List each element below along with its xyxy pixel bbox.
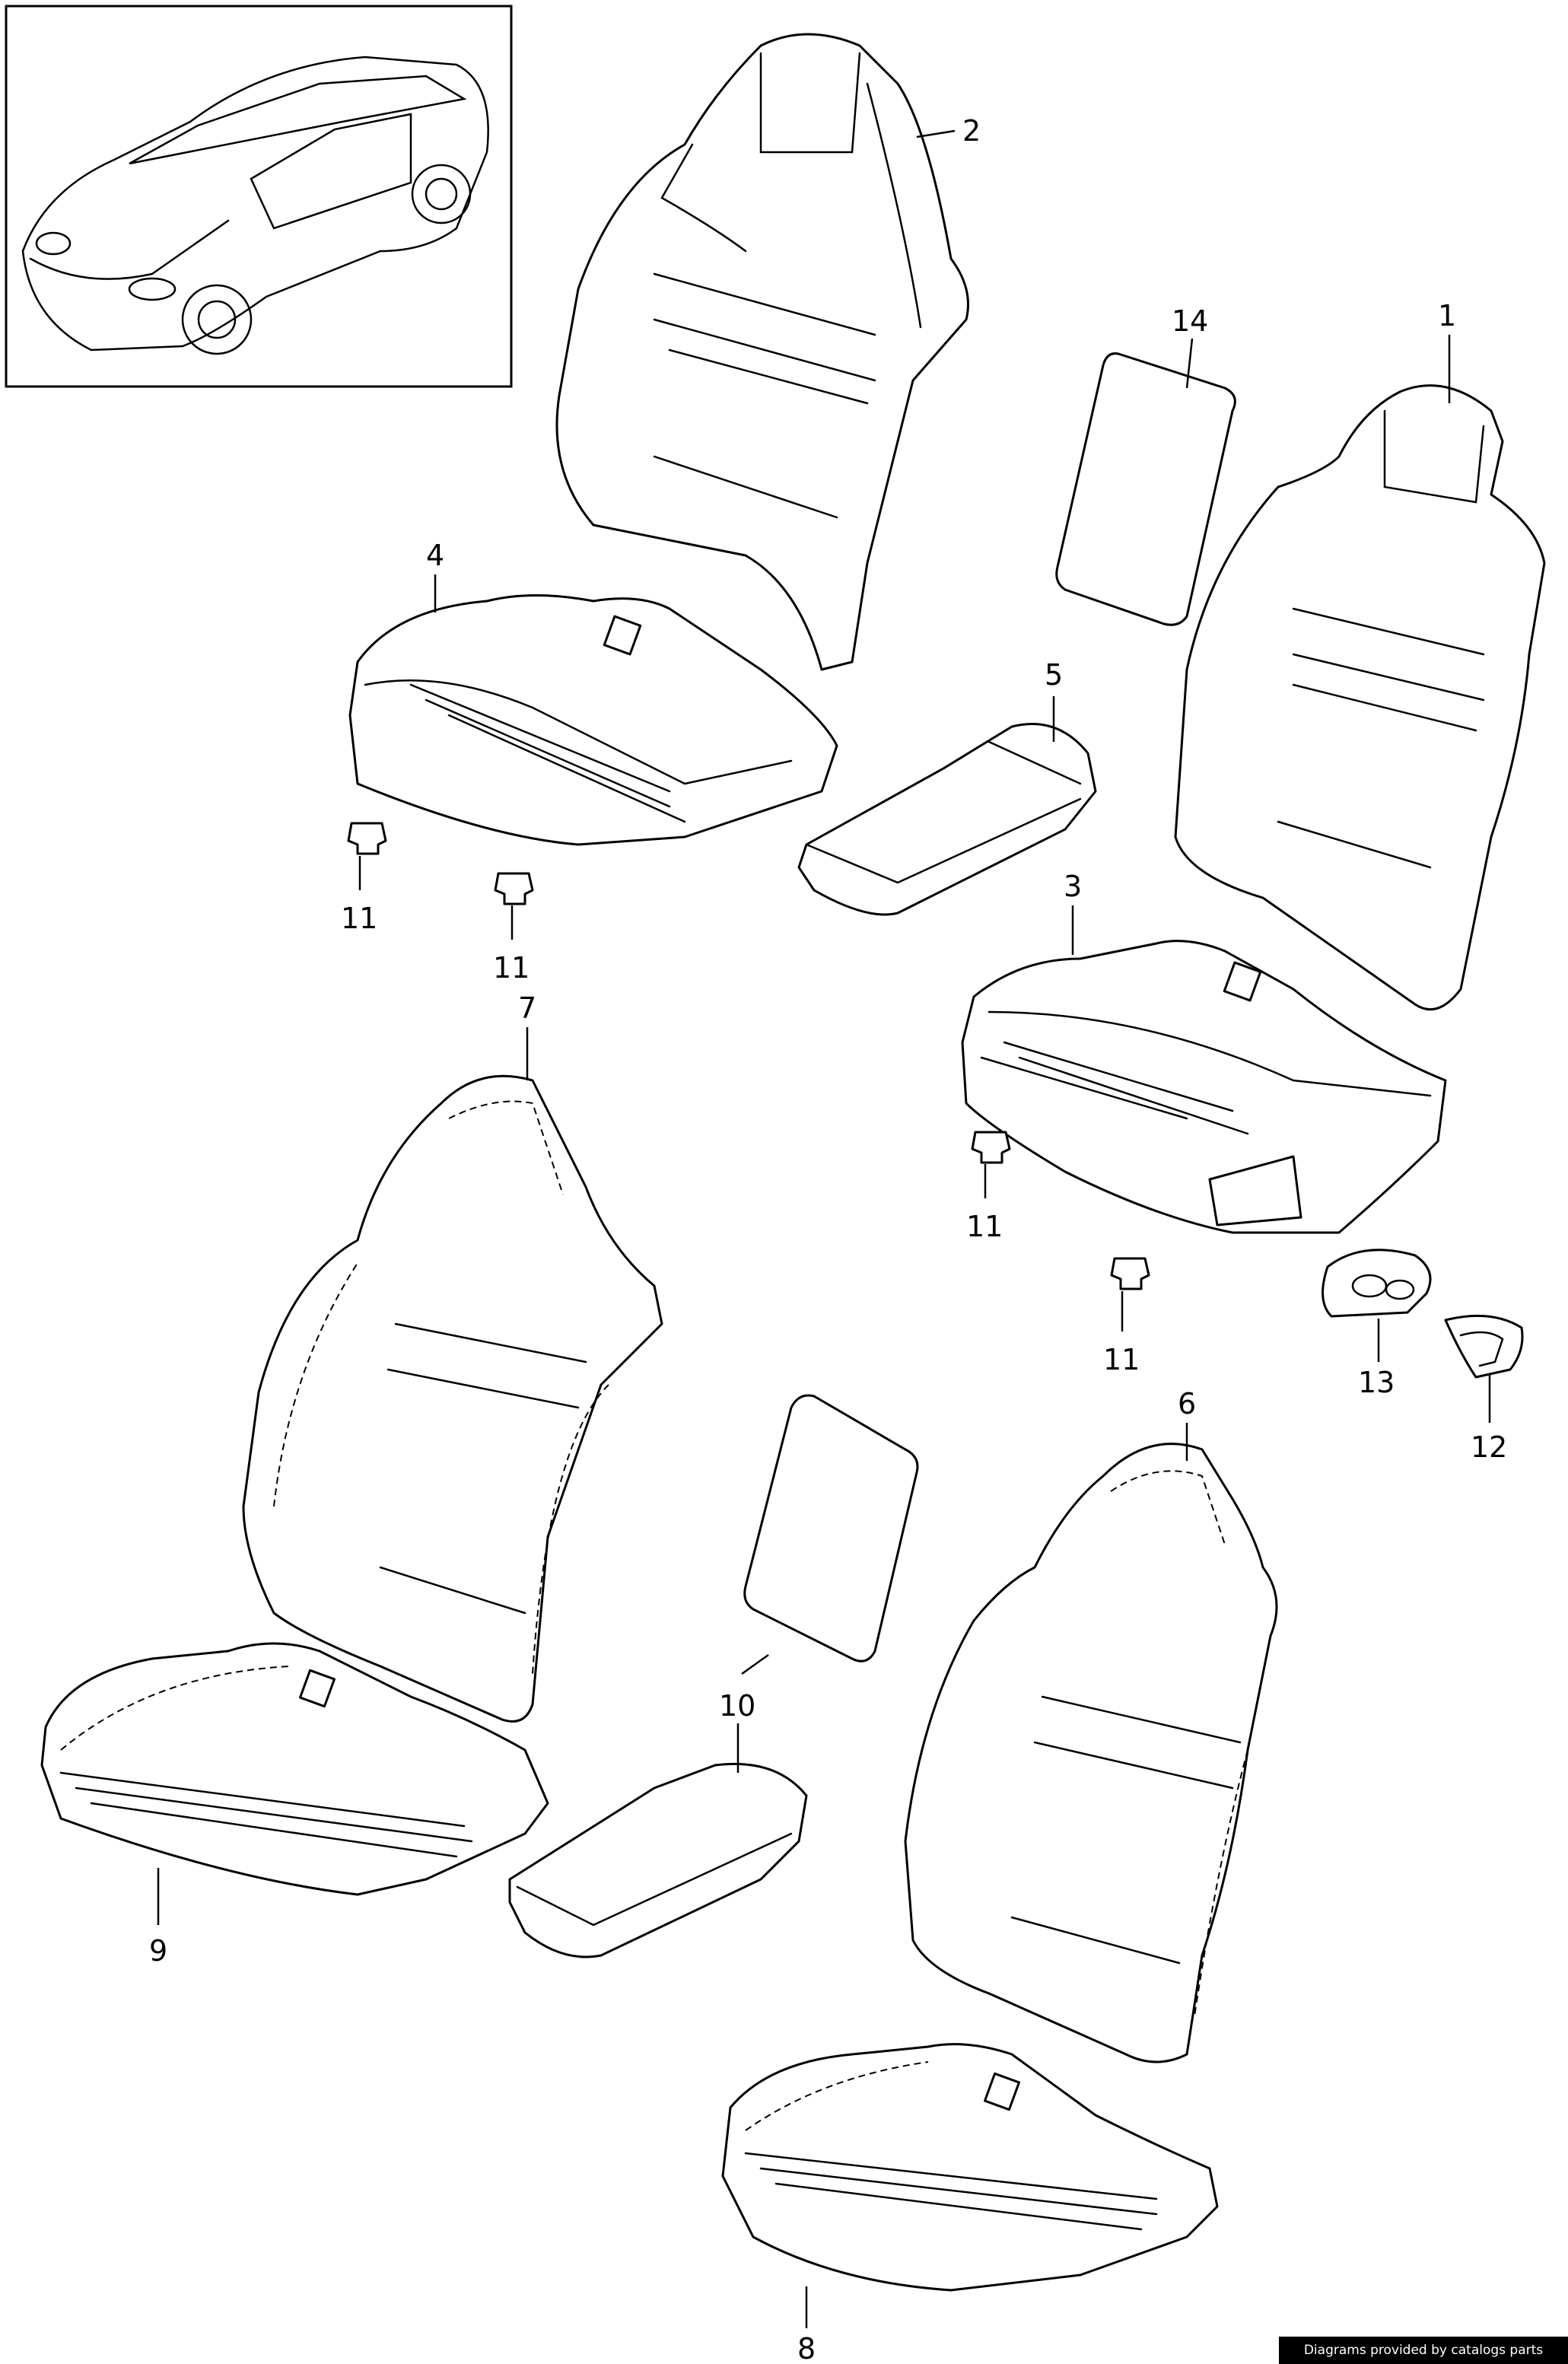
callout-1: 1 bbox=[1438, 299, 1456, 332]
cap-part-12 bbox=[1444, 1314, 1524, 1379]
clip-part-11-a bbox=[347, 822, 387, 855]
bezel-part-13 bbox=[1322, 1249, 1432, 1318]
vehicle-thumbnail bbox=[5, 5, 513, 388]
leader-lines bbox=[157, 129, 1491, 2328]
callout-7: 7 bbox=[518, 991, 536, 1025]
callout-8: 8 bbox=[797, 2332, 816, 2364]
callout-11-a: 11 bbox=[341, 902, 377, 935]
callout-10: 10 bbox=[719, 1689, 755, 1723]
callout-11-c: 11 bbox=[966, 1210, 1003, 1243]
callout-13: 13 bbox=[1358, 1366, 1395, 1399]
cushion-part-8 bbox=[721, 2043, 1219, 2292]
callout-4: 4 bbox=[426, 539, 444, 572]
cushion-part-9 bbox=[40, 1642, 549, 1896]
credit-banner: Diagrams provided by catalogs parts bbox=[1279, 2337, 1568, 2364]
callout-11-b: 11 bbox=[493, 951, 530, 985]
callout-6: 6 bbox=[1178, 1387, 1196, 1421]
callout-3: 3 bbox=[1064, 870, 1082, 903]
callout-11-d: 11 bbox=[1103, 1343, 1140, 1376]
callout-2: 2 bbox=[962, 114, 981, 148]
pad-part-10-upper bbox=[743, 1394, 919, 1662]
clip-part-11-b bbox=[494, 872, 534, 905]
callout-labels: 2 1 14 4 5 3 7 11 11 11 11 13 12 6 10 9 … bbox=[149, 114, 1507, 2364]
callout-12: 12 bbox=[1471, 1430, 1507, 1464]
clip-part-11-d bbox=[1110, 1257, 1150, 1290]
backrest-part-7 bbox=[242, 1074, 663, 1723]
backrest-part-2 bbox=[555, 33, 969, 671]
backrest-part-6 bbox=[904, 1443, 1278, 2063]
callout-5: 5 bbox=[1045, 658, 1063, 692]
backrest-part-1 bbox=[1174, 384, 1546, 1011]
armrest-part-10 bbox=[508, 1762, 808, 1958]
armrest-part-5 bbox=[797, 723, 1097, 916]
cushion-part-3 bbox=[961, 940, 1447, 1234]
pad-part-14 bbox=[1055, 352, 1236, 626]
clip-part-11-c bbox=[971, 1131, 1011, 1164]
callout-9: 9 bbox=[149, 1934, 167, 1968]
callout-14: 14 bbox=[1172, 304, 1208, 338]
cushion-part-4 bbox=[348, 594, 838, 846]
